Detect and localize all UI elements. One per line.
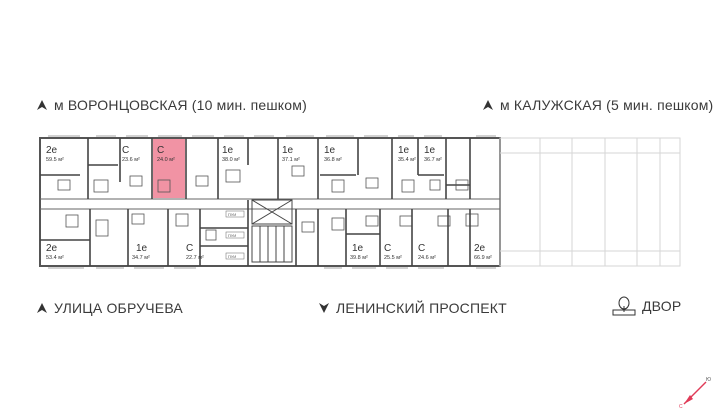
- compass-south-letter: С: [679, 404, 683, 410]
- unit-top-3-selected[interactable]: С 24.0 м²: [157, 145, 175, 163]
- orientation-north-right: м КАЛУЖСКАЯ (5 мин. пешком): [482, 97, 713, 113]
- unit-bottom-7[interactable]: 2е 66.9 м²: [474, 243, 492, 261]
- unit-area: 23.6 м²: [122, 157, 140, 163]
- unit-top-7[interactable]: 1е 35.4 м²: [398, 145, 416, 163]
- unit-type: 2е: [46, 243, 58, 254]
- unit-type: 1е: [424, 145, 436, 156]
- unit-area: 59.5 м²: [46, 157, 64, 163]
- unit-area: 35.4 м²: [398, 157, 416, 163]
- unit-type: С: [122, 145, 129, 156]
- unit-type: 1е: [324, 145, 336, 156]
- unit-area: 36.8 м²: [324, 157, 342, 163]
- top-unit-labels: 2е 59.5 м² С 23.6 м² С 24.0 м² 1е 38.0 м…: [46, 145, 442, 163]
- unit-bottom-3[interactable]: С 22.7 м²: [186, 243, 204, 261]
- yard-tree-icon: [612, 296, 636, 316]
- unit-area: 66.9 м²: [474, 255, 492, 261]
- unit-type: 2е: [46, 145, 58, 156]
- unit-bottom-4[interactable]: 1е 39.8 м²: [350, 243, 368, 261]
- metro-kaluzhskaya-label: м КАЛУЖСКАЯ (5 мин. пешком): [500, 97, 714, 113]
- unit-top-6[interactable]: 1е 36.8 м²: [324, 145, 342, 163]
- unit-top-2[interactable]: С 23.6 м²: [122, 145, 140, 163]
- building-core: [251, 199, 293, 263]
- unit-area: 24.6 м²: [418, 255, 436, 261]
- unit-type: 1е: [136, 243, 148, 254]
- orientation-north-left: м ВОРОНЦОВСКАЯ (10 мин. пешком): [36, 97, 307, 113]
- room-tag: ПУИ: [228, 254, 236, 259]
- orientation-south-right: ДВОР: [612, 296, 681, 316]
- unit-area: 37.1 м²: [282, 157, 300, 163]
- unit-area: 39.8 м²: [350, 255, 368, 261]
- room-tag: ПУИ: [228, 233, 236, 238]
- unit-area: 53.4 м²: [46, 255, 64, 261]
- arrow-down-icon: [318, 302, 330, 314]
- unit-type: 1е: [222, 145, 234, 156]
- unit-area: 24.0 м²: [157, 157, 175, 163]
- corridor: [40, 198, 500, 210]
- compass-icon: Ю С: [679, 377, 711, 410]
- unit-area: 34.7 м²: [132, 255, 150, 261]
- unit-top-5[interactable]: 1е 37.1 м²: [282, 145, 300, 163]
- unit-top-1[interactable]: 2е 59.5 м²: [46, 145, 64, 163]
- unit-type: С: [384, 243, 391, 254]
- unit-area: 22.7 м²: [186, 255, 204, 261]
- unit-top-8[interactable]: 1е 36.7 м²: [424, 145, 442, 163]
- yard-label: ДВОР: [642, 298, 682, 314]
- unit-area: 38.0 м²: [222, 157, 240, 163]
- arrow-up-icon: [36, 302, 48, 314]
- unit-type: 1е: [352, 243, 364, 254]
- top-unit-walls: [40, 138, 471, 199]
- unit-type: 1е: [282, 145, 294, 156]
- room-tag: ПУИ: [228, 212, 236, 217]
- room-tags: ПУИ ПУИ ПУИ: [225, 210, 245, 260]
- bottom-unit-walls: [40, 200, 471, 266]
- arrow-up-icon: [482, 99, 494, 111]
- unit-bottom-1[interactable]: 2е 53.4 м²: [46, 243, 64, 261]
- arrow-up-icon: [36, 99, 48, 111]
- unit-type: 2е: [474, 243, 486, 254]
- unit-area: 25.5 м²: [384, 255, 402, 261]
- windows: [48, 135, 496, 269]
- unit-type: С: [418, 243, 425, 254]
- street-obrucheva-label: УЛИЦА ОБРУЧЕВА: [54, 300, 183, 316]
- compass-north-letter: Ю: [706, 377, 711, 383]
- adjacent-section: [499, 137, 681, 267]
- unit-type: С: [157, 145, 164, 156]
- unit-type: 1е: [398, 145, 410, 156]
- unit-bottom-6[interactable]: С 24.6 м²: [418, 243, 436, 261]
- unit-top-4[interactable]: 1е 38.0 м²: [222, 145, 240, 163]
- bathroom-fixtures: [57, 165, 479, 241]
- unit-type: С: [186, 243, 193, 254]
- leninsky-prospekt-label: ЛЕНИНСКИЙ ПРОСПЕКТ: [336, 300, 507, 316]
- unit-bottom-5[interactable]: С 25.5 м²: [384, 243, 402, 261]
- bottom-unit-labels: 2е 53.4 м² 1е 34.7 м² С 22.7 м² 1е 39.8 …: [46, 243, 492, 261]
- unit-area: 36.7 м²: [424, 157, 442, 163]
- metro-voroncovskaya-label: м ВОРОНЦОВСКАЯ (10 мин. пешком): [54, 97, 307, 113]
- orientation-south-mid: ЛЕНИНСКИЙ ПРОСПЕКТ: [318, 300, 507, 316]
- orientation-south-left: УЛИЦА ОБРУЧЕВА: [36, 300, 183, 316]
- unit-bottom-2[interactable]: 1е 34.7 м²: [132, 243, 150, 261]
